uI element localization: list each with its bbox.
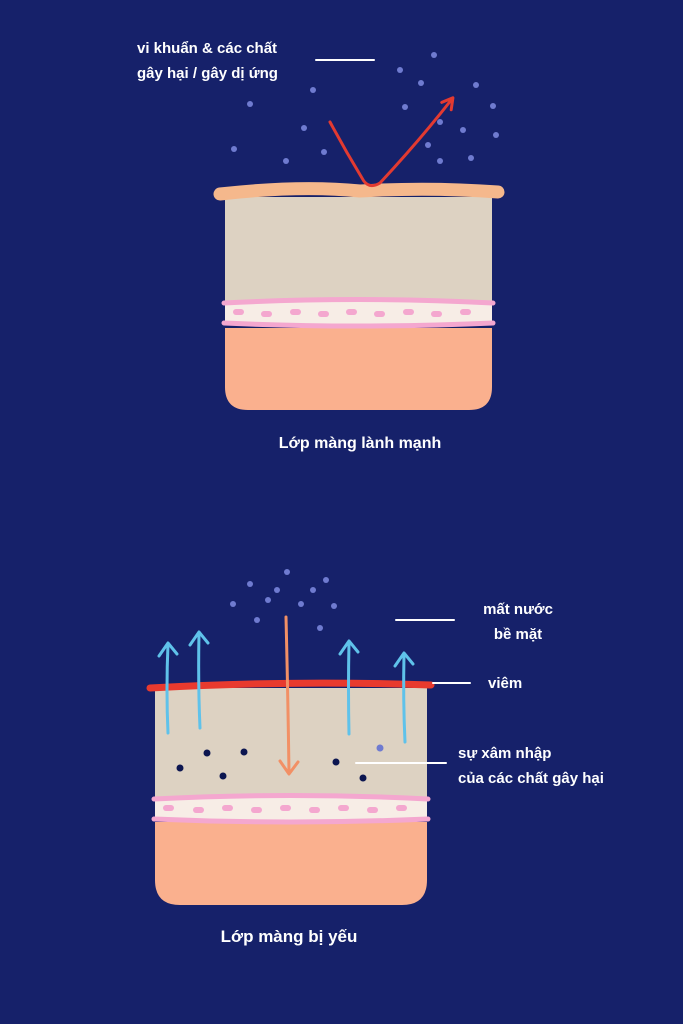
particle — [473, 82, 479, 88]
healthy-caption: Lớp màng lành mạnh — [278, 435, 442, 452]
particle — [310, 587, 316, 593]
weak-caption: Lớp màng bị yếu — [220, 927, 358, 946]
particle — [431, 52, 437, 58]
particle — [310, 87, 316, 93]
particle — [321, 149, 327, 155]
penetration-arrow — [278, 615, 300, 776]
particle — [493, 132, 499, 138]
particle — [376, 744, 384, 752]
water-loss-label-line: bề mặt — [493, 626, 543, 643]
particle — [219, 772, 227, 780]
cell-membrane — [221, 297, 496, 329]
particle — [402, 104, 408, 110]
lower-layer — [225, 328, 492, 410]
particle — [468, 155, 474, 161]
deflection-arrow — [328, 96, 455, 188]
particle — [231, 146, 237, 152]
particle — [332, 758, 340, 766]
water-loss-arrow — [393, 651, 415, 744]
particle — [301, 125, 307, 131]
particle — [323, 577, 329, 583]
particle — [203, 749, 211, 757]
weak-cell-membrane — [151, 793, 431, 825]
healthy-particles — [231, 52, 499, 164]
water-loss-arrow — [338, 639, 360, 736]
particle — [425, 142, 431, 148]
upper-layer — [225, 197, 492, 307]
particle — [437, 119, 443, 125]
particle — [265, 597, 271, 603]
water-loss-arrow — [157, 641, 179, 735]
weak-lower-layer — [155, 822, 427, 905]
healthy-surface — [213, 182, 505, 201]
weak-upper-layer — [155, 688, 427, 802]
particle — [283, 158, 289, 164]
particle — [490, 103, 496, 109]
particle — [317, 625, 323, 631]
particle — [460, 127, 466, 133]
water-loss-label: mất nước bề mặt — [458, 597, 578, 647]
inflammation-label: viêm — [488, 675, 523, 692]
particle — [331, 603, 337, 609]
particle — [240, 748, 248, 756]
inflamed-surface — [146, 679, 435, 692]
particle — [359, 774, 367, 782]
particle — [418, 80, 424, 86]
water-loss-arrows — [157, 630, 415, 744]
penetration-label: sự xâm nhập của các chất gây hại — [458, 741, 604, 791]
particle — [284, 569, 290, 575]
penetration-label-line: sự xâm nhập — [458, 745, 552, 762]
healthy-diagram — [213, 52, 505, 410]
penetration-label-line: của các chất gây hại — [458, 770, 604, 787]
particle — [247, 101, 253, 107]
particle — [230, 601, 236, 607]
particle — [274, 587, 280, 593]
water-loss-label-line: mất nước — [483, 601, 553, 618]
particle — [247, 581, 253, 587]
weak-particles-outer — [230, 569, 337, 631]
bacteria-label: vi khuẩn & các chất gây hại / gây dị ứng — [137, 36, 278, 86]
particle — [397, 67, 403, 73]
particle — [437, 158, 443, 164]
bacteria-label-line: gây hại / gây dị ứng — [137, 65, 278, 82]
particle — [254, 617, 260, 623]
water-loss-arrow — [188, 630, 210, 730]
weak-diagram — [146, 569, 471, 905]
particle — [298, 601, 304, 607]
particle — [176, 764, 184, 772]
bacteria-label-line: vi khuẩn & các chất — [137, 40, 278, 57]
weak-particles-inner — [176, 744, 384, 782]
